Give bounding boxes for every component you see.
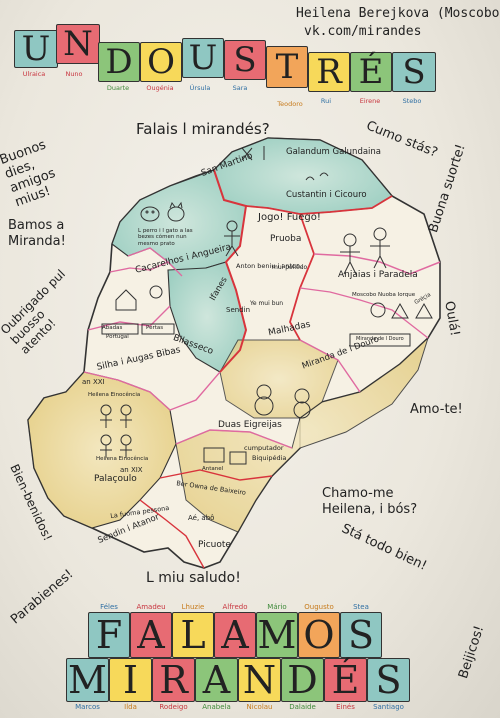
map-note: Pertas xyxy=(146,325,164,331)
map-note: Aé, abô xyxy=(188,514,215,522)
map-note: mui poliêdo xyxy=(272,264,308,271)
map-note: L perro i l gato a las bezes cómen nun m… xyxy=(138,228,193,247)
map-note: Antanel xyxy=(202,466,224,472)
footer-letter-block: É xyxy=(324,658,367,702)
header-letter-block: S xyxy=(392,52,436,92)
footer-letter-block: M xyxy=(256,612,298,658)
map-note: Portugal xyxy=(106,334,129,340)
region-name: Anjaias i Paradela xyxy=(338,270,418,280)
region-name: Sendin xyxy=(226,306,251,314)
map-note: an XXI xyxy=(82,378,105,386)
header-letter-block: U xyxy=(14,29,58,69)
footer-letter-block: A xyxy=(130,612,172,658)
footer-letter-block: A xyxy=(195,658,238,702)
footer-letter-block: S xyxy=(340,612,382,658)
header-block-name: Teodoro xyxy=(277,100,303,108)
region-name: Picuote xyxy=(198,540,231,550)
header-letter-block: O xyxy=(140,42,182,82)
footer-block-name: Marcos xyxy=(75,703,100,711)
phrase-amo-te: Amo-te! xyxy=(410,402,463,417)
footer-block-name: Stea xyxy=(353,603,369,611)
header-block-name: Rui xyxy=(320,97,332,105)
region-name: Pruoba xyxy=(270,234,302,244)
author-credit: Heilena Berejkova (Moscobo) xyxy=(296,6,500,21)
footer-block-name: Rodeigo xyxy=(159,703,188,711)
footer-block-name: Alfredo xyxy=(222,603,248,611)
header-letter-block: D xyxy=(98,42,140,82)
map-note: Biquipédia xyxy=(252,454,287,462)
header-block-name: Duarte xyxy=(106,84,130,92)
region-name: Duas Eigreijas xyxy=(218,420,282,430)
region-name: Palaçoulo xyxy=(94,474,137,484)
header-block-name: Eirene xyxy=(359,97,381,105)
header-letter-block: T xyxy=(266,46,308,88)
header-block-name: Sara xyxy=(232,84,248,92)
footer-letter-block: L xyxy=(172,612,214,658)
map-note: an XIX xyxy=(120,466,143,474)
footer-block-name: Nicolau xyxy=(246,703,273,711)
map-note: Abadas xyxy=(102,325,123,331)
footer-block-name: Féles xyxy=(100,603,118,611)
footer-block-name: Amadeu xyxy=(136,603,166,611)
footer-letter-block: D xyxy=(281,658,324,702)
map-note: Miranda de l Douro xyxy=(356,336,404,342)
header-letter-block: S xyxy=(224,40,266,80)
header-block-name: Ougénia xyxy=(146,84,174,92)
region-name: Jogo! Fuego! xyxy=(258,212,321,223)
phrase-chamo-me: Chamo-me Heilena, i bós? xyxy=(322,486,418,518)
region-name: Anton beniu i anton. xyxy=(236,262,303,270)
footer-block-name: Anabela xyxy=(202,703,231,711)
footer-block-name: Ilda xyxy=(124,703,137,711)
footer-letter-block: I xyxy=(109,658,152,702)
map-note: Nuoba Iorque xyxy=(378,292,416,298)
phrase-l-miu-saludo: L miu saludo! xyxy=(146,570,241,586)
map-note: cumputador xyxy=(244,444,284,452)
footer-block-name: Lhuzie xyxy=(181,603,205,611)
footer-block-name: Santiago xyxy=(373,703,404,711)
footer-block-name: Ougusto xyxy=(304,603,334,611)
footer-letter-block: M xyxy=(66,658,109,702)
footer-letter-block: N xyxy=(238,658,281,702)
footer-letter-block: A xyxy=(214,612,256,658)
footer-letter-block: F xyxy=(88,612,130,658)
footer-block-name: Einés xyxy=(336,703,355,711)
footer-block-name: Mário xyxy=(267,603,287,611)
map-note: Heilena Einocência xyxy=(88,392,141,398)
header-letter-block: R xyxy=(308,52,350,92)
header-letter-block: U xyxy=(182,38,224,78)
footer-letter-block: R xyxy=(152,658,195,702)
author-link[interactable]: vk.com/mirandes xyxy=(304,24,422,39)
header-block-name: Nuno xyxy=(65,70,83,78)
footer-letter-block: O xyxy=(298,612,340,658)
footer-letter-block: S xyxy=(367,658,410,702)
header-block-name: Ulraica xyxy=(22,70,46,78)
header-block-name: Úrsula xyxy=(189,84,211,92)
map-note: Ye mui bun xyxy=(250,300,284,307)
header-letter-block: É xyxy=(350,52,392,92)
region-name: Galandum Galundaina xyxy=(286,147,382,157)
header-block-name: Stebo xyxy=(402,97,422,105)
map-note: Heilena Einocência xyxy=(96,456,149,462)
footer-block-name: Dalaide xyxy=(289,703,316,711)
phrase-bamos: Bamos a Miranda! xyxy=(8,218,66,249)
map-note: Moscobo xyxy=(352,292,377,298)
phrase-falais: Falais l mirandés? xyxy=(136,120,270,138)
header-letter-block: N xyxy=(56,24,100,64)
region-name: Custantin i Cicouro xyxy=(286,190,367,200)
